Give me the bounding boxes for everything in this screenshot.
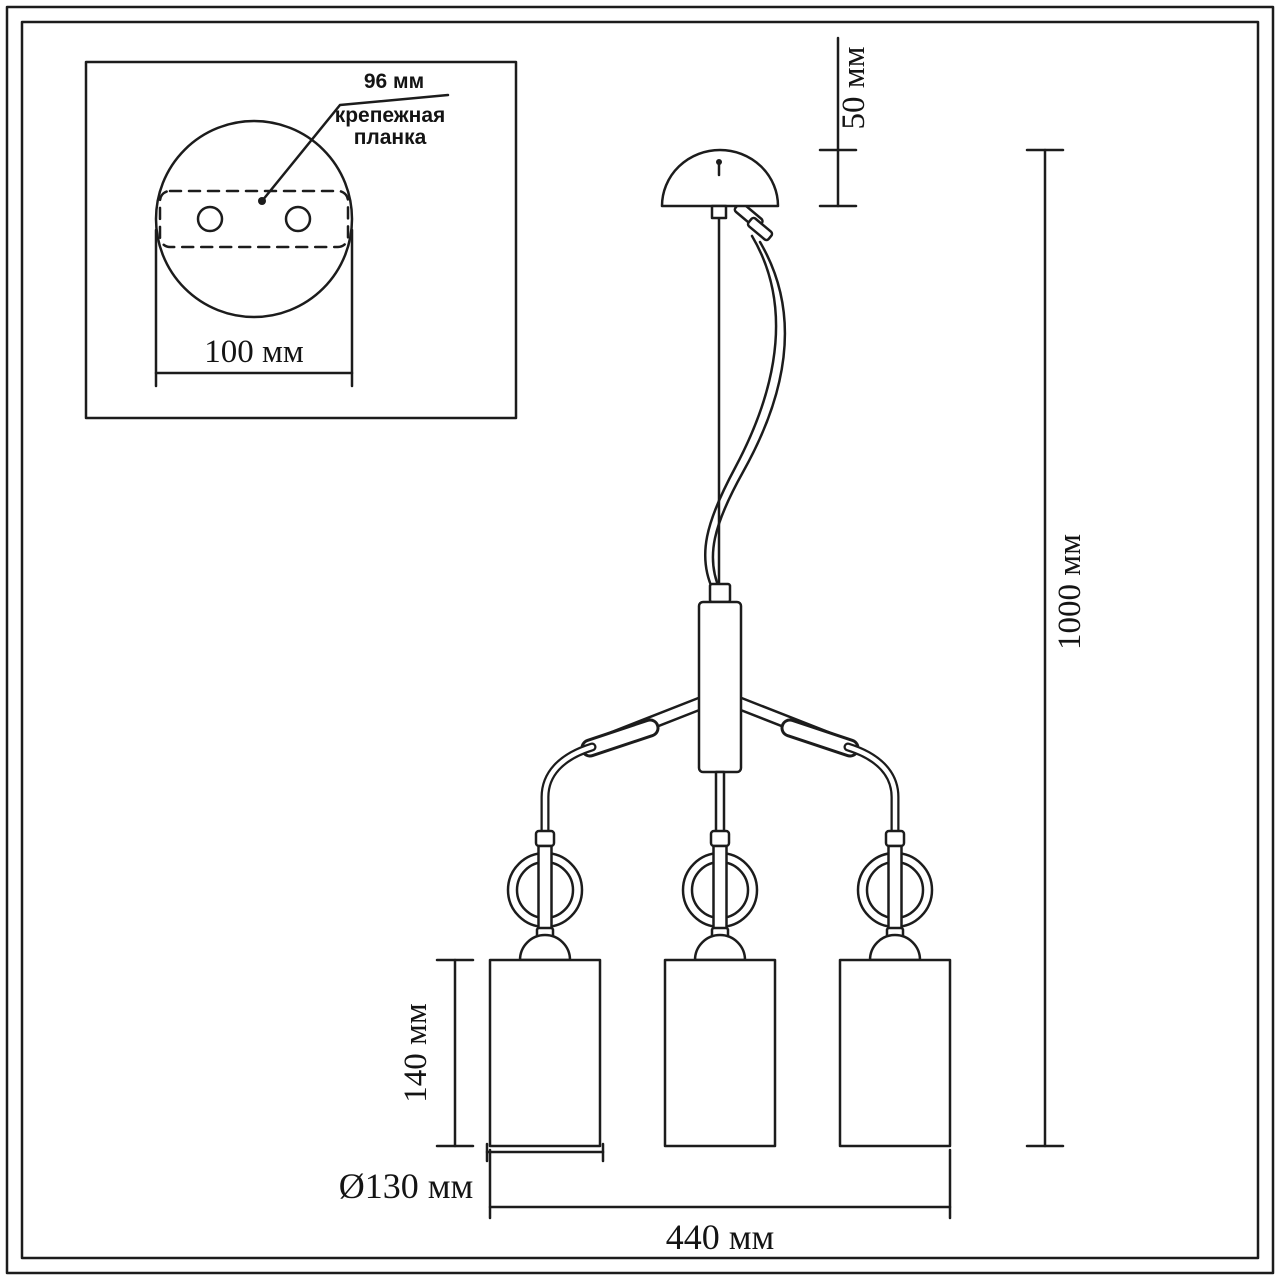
lamp-drop-left xyxy=(488,829,602,1148)
drop-bar xyxy=(537,844,553,934)
drop-bar xyxy=(712,844,728,934)
power-cord-outer xyxy=(703,234,778,592)
body-top-fitting xyxy=(708,582,732,604)
arm-right-sleeve-fill xyxy=(783,721,857,755)
cord-clamp-lower xyxy=(746,216,774,242)
lamp-drop-right xyxy=(838,829,952,1148)
dim-overall-height-label: 1000 мм xyxy=(1052,534,1088,650)
mounting-plate-dashed-outline xyxy=(158,189,350,249)
power-cord-inner xyxy=(711,240,787,592)
lamp-drop-center xyxy=(663,829,777,1148)
shade-cap-dome xyxy=(518,933,572,962)
drop-collar xyxy=(884,829,906,848)
dim-shade-height: 140 мм xyxy=(398,958,475,1148)
dimension-annotations: 50 мм 1000 мм 140 мм Ø130 мм xyxy=(339,36,1088,1257)
shade-cap-dome xyxy=(693,933,747,962)
plate-offset-label: 96 мм xyxy=(364,70,424,93)
canopy-stem xyxy=(710,204,728,220)
dim-shade-diameter: Ø130 мм xyxy=(339,1142,605,1206)
drop-collar xyxy=(709,829,731,848)
mount-hole-left xyxy=(196,205,224,233)
arms xyxy=(580,695,860,758)
drop-bar xyxy=(887,844,903,934)
cylindrical-shade xyxy=(838,958,952,1148)
outer-border xyxy=(5,5,1275,1275)
drop-collar xyxy=(534,829,556,848)
dim-overall-width-label: 440 мм xyxy=(666,1217,775,1257)
inner-border xyxy=(20,20,1260,1260)
inset-panel xyxy=(84,60,518,420)
leader-line xyxy=(260,93,450,203)
page-borders xyxy=(5,5,1275,1275)
side-tube-left-fill xyxy=(542,744,595,836)
dim-overall-height: 1000 мм xyxy=(1025,148,1088,1148)
dim-shade-height-label: 140 мм xyxy=(398,1003,434,1103)
canopy-top-view-circle xyxy=(154,119,354,319)
arm-left-sleeve-fill xyxy=(583,721,657,755)
dim-shade-diameter-label: Ø130 мм xyxy=(339,1166,474,1206)
ceiling-canopy-dome xyxy=(660,148,780,208)
cylindrical-shade xyxy=(663,958,777,1148)
mount-detail-inset: 96 мм крепежная планка 100 мм xyxy=(84,60,518,420)
dim-canopy-height-label: 50 мм xyxy=(836,46,872,129)
plate-name-line1: крепежная xyxy=(335,104,446,127)
dim-canopy-width-label: 100 мм xyxy=(204,334,304,370)
dim-canopy-height: 50 мм xyxy=(818,36,872,208)
lamp-drawing xyxy=(488,148,952,1148)
plate-name-line2: планка xyxy=(354,126,427,149)
shade-cap-dome xyxy=(868,933,922,962)
cylindrical-shade xyxy=(488,958,602,1148)
mount-hole-right xyxy=(284,205,312,233)
canopy-keyhole-dot xyxy=(716,159,722,165)
side-tube-right-fill xyxy=(845,744,898,836)
central-body-tube xyxy=(697,600,743,774)
center-drop-rod xyxy=(714,770,726,836)
dim-canopy-width: 100 мм xyxy=(154,228,354,388)
dim-overall-width: 440 мм xyxy=(488,1148,952,1257)
